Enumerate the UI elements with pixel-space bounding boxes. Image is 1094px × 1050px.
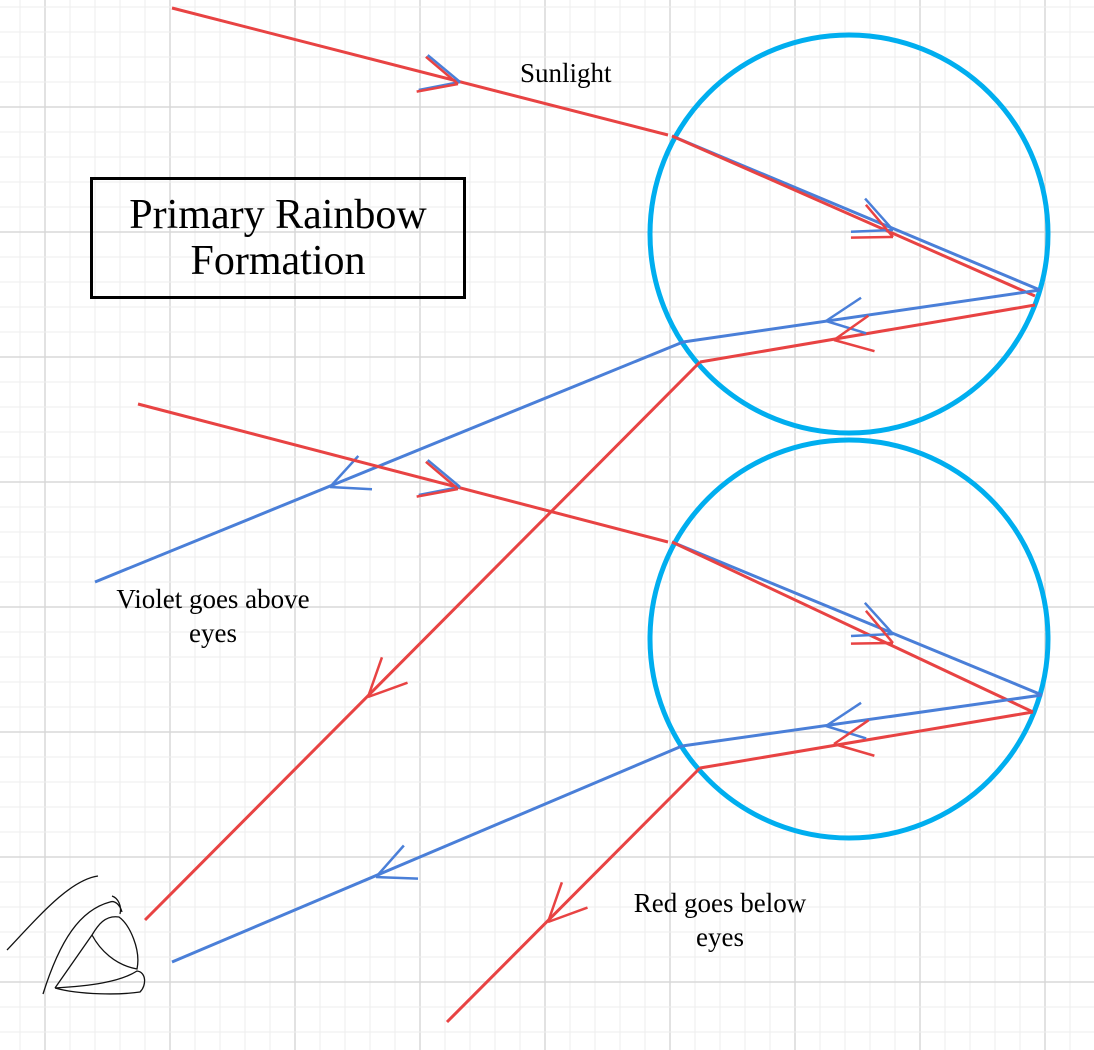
red-exit-bottom [445,766,702,1024]
red-refracted-top [671,134,1036,298]
arrow-icon [375,844,405,878]
arrow-icon [833,314,870,342]
arrow-icon [825,724,867,740]
arrow-icon [833,742,875,757]
violet-label-line-1: Violet goes above [116,584,310,614]
red-label-line-2: eyes [696,922,744,952]
red-label: Red goes below eyes [610,886,830,954]
arrow-icon [375,875,419,880]
incoming-ray-bottom [137,402,669,544]
red-exit-top [143,360,702,922]
arrow-icon [418,485,461,497]
arrow-icon [825,296,862,323]
arrow-icon [863,601,894,635]
raindrop-top [647,32,1051,436]
arrow-icon [833,719,870,746]
arrow-icon [425,460,459,490]
raindrop-bottom [647,437,1051,841]
violet-refracted-bottom [671,540,1043,697]
violet-exit-bottom [171,744,683,964]
arrow-icon [418,80,461,92]
arrow-icon [833,338,875,353]
red-refracted-bottom [671,540,1034,714]
arrow-icon [864,610,894,644]
incoming-ray-top [171,6,669,137]
sunlight-label: Sunlight [520,56,612,90]
arrow-icon [547,906,588,924]
title-line-2: Formation [190,238,366,284]
violet-reflected-top [682,288,1041,344]
arrow-icon [864,204,894,238]
arrow-icon [546,881,564,923]
arrow-icon [425,55,459,85]
arrow-icon [850,235,894,239]
arrow-icon [864,197,894,231]
eye-icon [6,875,146,995]
arrow-icon [850,641,894,645]
arrow-icon [825,319,867,335]
red-reflected-bottom [699,710,1034,770]
arrow-icon [416,82,459,93]
arrow-icon [426,459,461,488]
red-label-line-1: Red goes below [633,888,807,918]
arrow-icon [825,701,862,728]
violet-exit-top [94,340,684,584]
light-rays [94,6,1043,1024]
violet-reflected-bottom [681,693,1043,748]
arrow-icon [416,487,459,498]
violet-label-line-2: eyes [189,618,237,648]
violet-label: Violet goes above eyes [98,582,328,650]
arrow-icon [329,485,373,491]
red-reflected-top [699,303,1036,364]
title-box: Primary Rainbow Formation [90,177,466,299]
arrow-icon [367,681,408,699]
sunlight-text: Sunlight [520,58,612,88]
arrow-icon [426,54,461,83]
title-line-1: Primary Rainbow [129,192,427,238]
arrow-icon [366,656,384,698]
